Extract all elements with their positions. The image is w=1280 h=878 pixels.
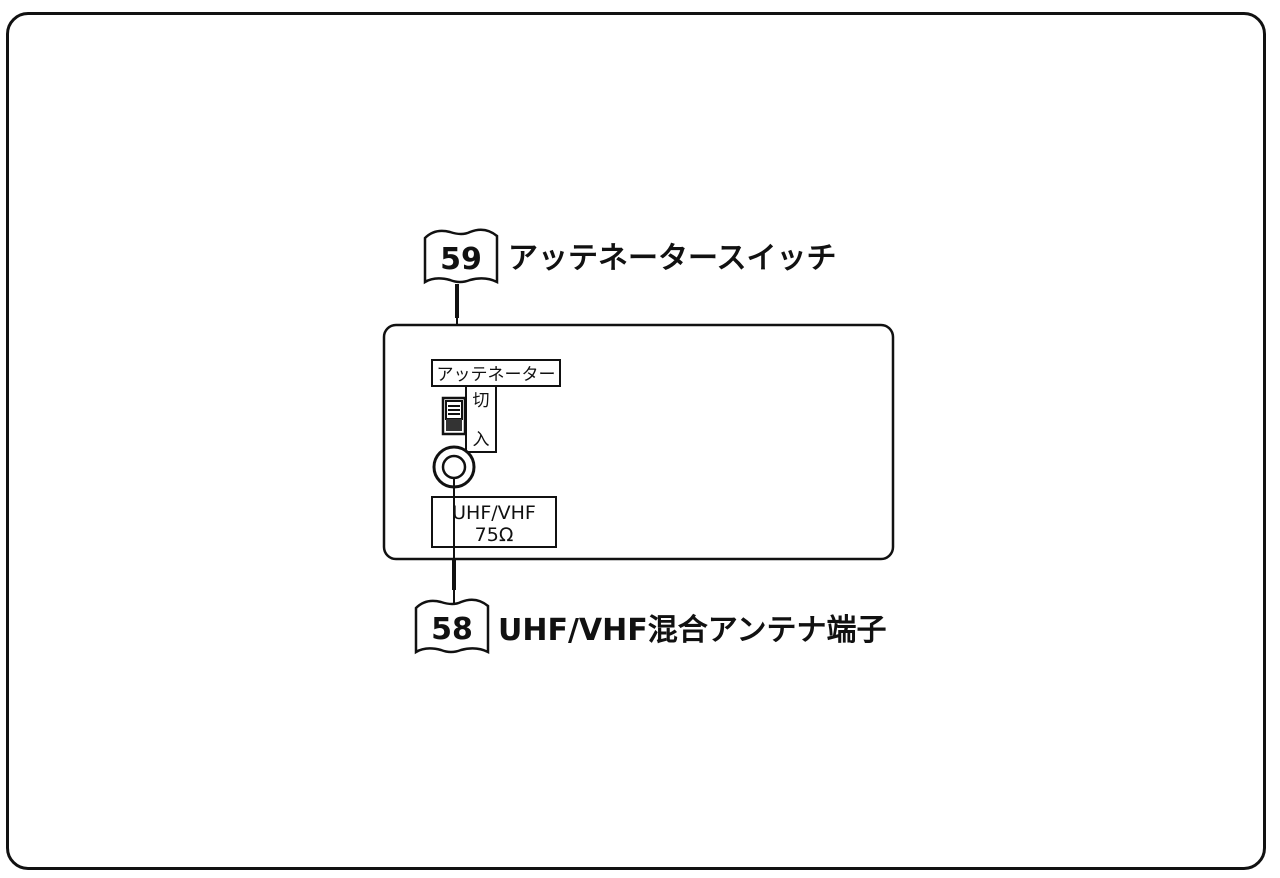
callout-58: 58 UHF/VHF混合アンテナ端子 xyxy=(414,598,887,655)
page-ref-number: 59 xyxy=(440,242,482,277)
terminal-label-line2: 75Ω xyxy=(475,524,514,546)
switch-on-label: 入 xyxy=(473,430,490,450)
attenuator-switch-icon xyxy=(441,396,467,436)
page-ref-number: 58 xyxy=(431,612,473,647)
terminal-label-box: UHF/VHF 75Ω xyxy=(431,496,557,548)
switch-off-label: 切 xyxy=(473,391,490,411)
attenuator-label: アッテネーター xyxy=(437,365,556,385)
antenna-terminal-icon xyxy=(432,445,476,489)
terminal-label-line1: UHF/VHF xyxy=(452,502,536,524)
figure-frame xyxy=(6,12,1266,870)
callout-label: アッテネータースイッチ xyxy=(508,241,837,276)
attenuator-label-box: アッテネーター xyxy=(431,359,561,387)
book-page-ref-icon: 58 xyxy=(414,598,490,655)
switch-position-box: 切 入 xyxy=(465,385,497,453)
callout-label: UHF/VHF混合アンテナ端子 xyxy=(498,613,887,648)
book-page-ref-icon: 59 xyxy=(423,228,499,285)
callout-59: 59 アッテネータースイッチ xyxy=(423,228,837,285)
